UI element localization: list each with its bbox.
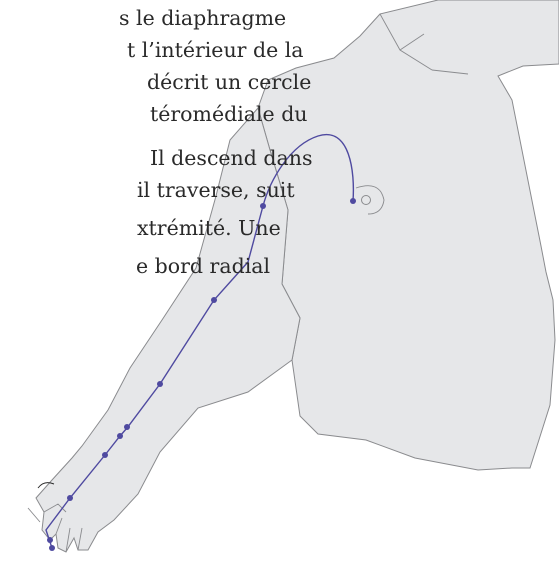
acupoint-icon [47,537,53,543]
acupoint-icon [67,495,73,501]
acupoint-icon [211,297,217,303]
acupoint-icon [49,545,55,551]
acupoint-icon [124,424,130,430]
acupoint-icon [102,452,108,458]
acupoint-icon [157,381,163,387]
acupoint-icon [260,203,266,209]
acupoint-icon [350,198,356,204]
acupoint-icon [117,433,123,439]
arm-shape [36,108,300,552]
torso-shape [258,0,559,470]
